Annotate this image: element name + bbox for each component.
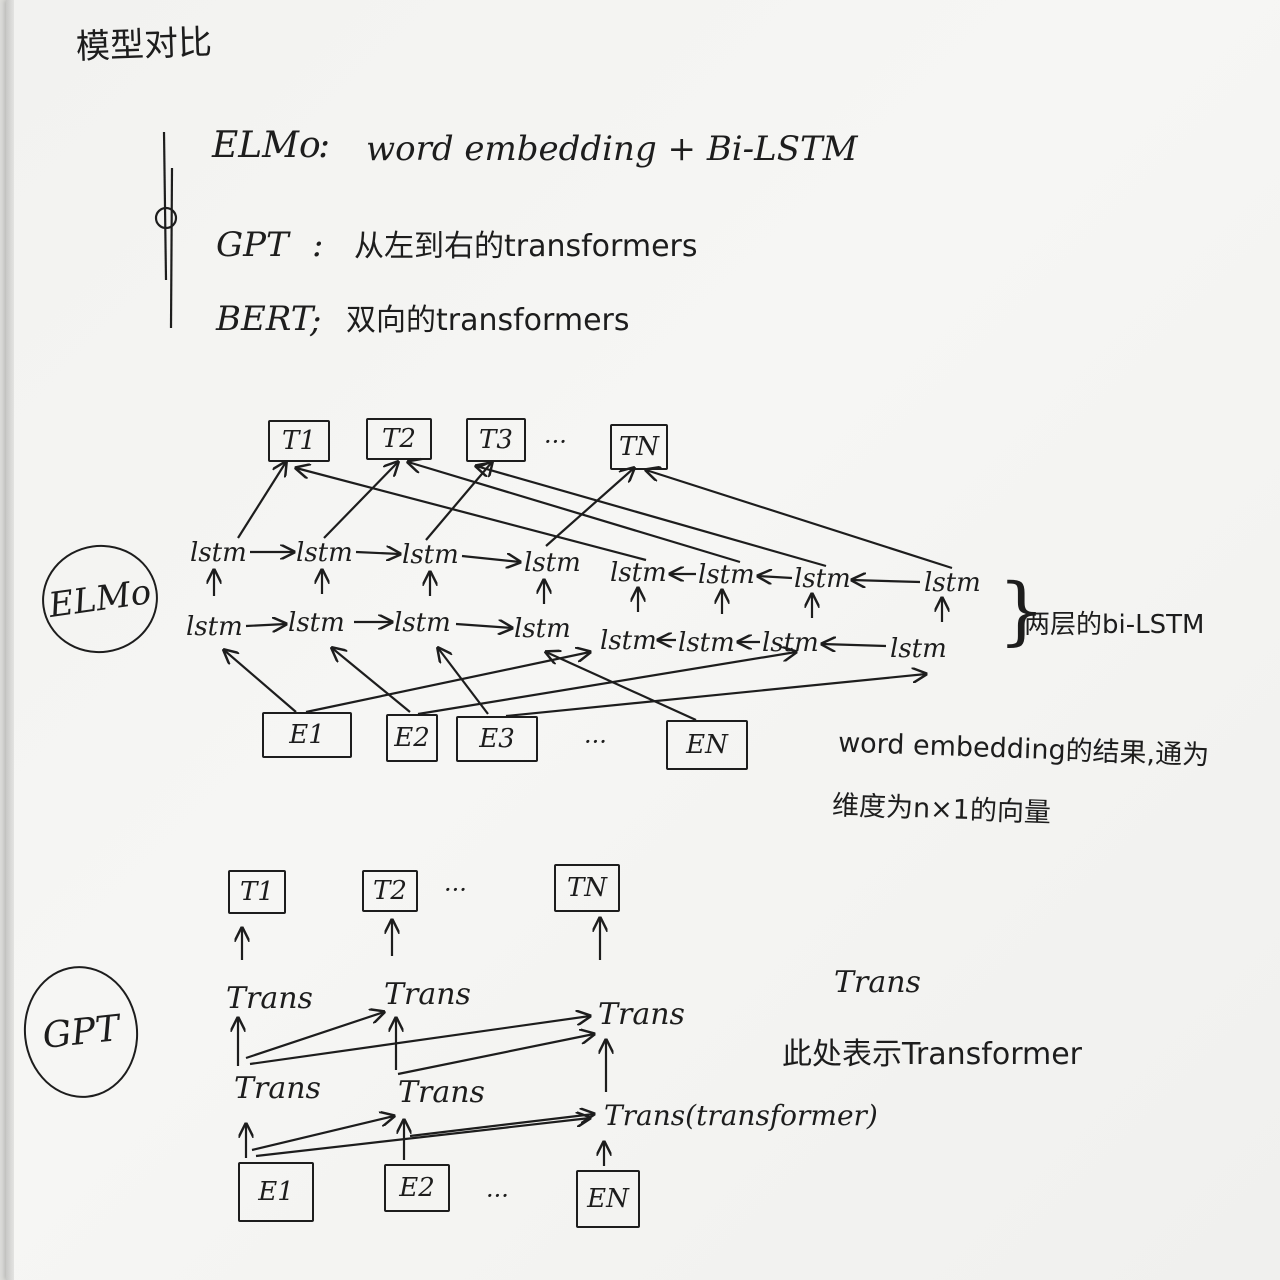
gpt-input-box: E1 (238, 1162, 314, 1222)
elmo-input-box: E1 (262, 712, 352, 758)
elmo-output-box: TN (610, 424, 668, 470)
gpt-trans-bottom: Trans (398, 1075, 485, 1110)
elmo-lstm-top: lstm (794, 564, 851, 594)
elmo-lstm-bottom: lstm (288, 608, 345, 638)
elmo-brace-icon: } (998, 568, 1046, 654)
gpt-input-box: EN (576, 1170, 640, 1228)
model-sep-gpt: : (312, 225, 324, 265)
gpt-output-box: T2 (362, 870, 418, 912)
gpt-output-box: T1 (228, 870, 286, 914)
gpt-trans-top: Trans (598, 997, 685, 1032)
gpt-trans-top: Trans (384, 977, 471, 1012)
model-desc-gpt: 从左到右的transformers (354, 229, 698, 264)
elmo-output-box: T3 (466, 418, 526, 462)
elmo-lstm-top: lstm (698, 560, 755, 590)
model-desc-bert: 双向的transformers (346, 303, 630, 338)
elmo-lstm-top: lstm (402, 540, 459, 570)
elmo-input-box: EN (666, 720, 748, 770)
gpt-trans-bottom: Trans(transformer) (604, 1099, 878, 1132)
notebook-page: 模型对比 ELMo : word embedding + Bi-LSTM GPT… (6, 0, 1280, 1280)
elmo-lstm-top: lstm (524, 548, 581, 578)
elmo-lstm-top: lstm (190, 538, 247, 568)
elmo-lstm-top: lstm (296, 538, 353, 568)
gpt-output-box: TN (554, 864, 620, 912)
model-desc-elmo: word embedding + Bi-LSTM (366, 129, 858, 169)
gpt-note: Trans (834, 965, 921, 1000)
elmo-output-box: T2 (366, 418, 432, 460)
elmo-lstm-bottom: lstm (890, 634, 947, 664)
elmo-brace-note: 两层的bi-LSTM (1024, 610, 1205, 640)
margin-line (154, 131, 178, 329)
gpt-arrows (6, 0, 1280, 1166)
elmo-input-box: E2 (386, 714, 438, 762)
page-edge (6, 0, 14, 1280)
elmo-output-dots: ··· (544, 428, 567, 456)
elmo-lstm-bottom: lstm (514, 614, 571, 644)
elmo-input-box: E3 (456, 716, 538, 762)
model-name-gpt: GPT (216, 225, 289, 265)
model-name-elmo: ELMo (212, 125, 321, 166)
model-name-bert: BERT (216, 299, 314, 339)
gpt-trans-top: Trans (226, 981, 313, 1016)
gpt-output-dots: ··· (444, 876, 467, 904)
model-sep-bert: ; (310, 301, 322, 341)
gpt-input-box: E2 (384, 1164, 450, 1212)
elmo-lstm-top: lstm (610, 558, 667, 588)
elmo-lstm-bottom: lstm (186, 612, 243, 642)
elmo-lstm-top: lstm (924, 568, 981, 598)
elmo-lstm-bottom: lstm (678, 628, 735, 658)
elmo-lstm-bottom: lstm (394, 608, 451, 638)
gpt-note: 此处表示Transformer (782, 1037, 1083, 1072)
model-sep-elmo: : (318, 125, 331, 166)
gpt-input-dots: ··· (486, 1182, 509, 1210)
elmo-output-box: T1 (268, 420, 330, 462)
elmo-arrows (6, 0, 953, 722)
gpt-trans-bottom: Trans (234, 1071, 321, 1106)
elmo-lstm-bottom: lstm (600, 626, 657, 656)
elmo-input-dots: ··· (584, 728, 607, 756)
